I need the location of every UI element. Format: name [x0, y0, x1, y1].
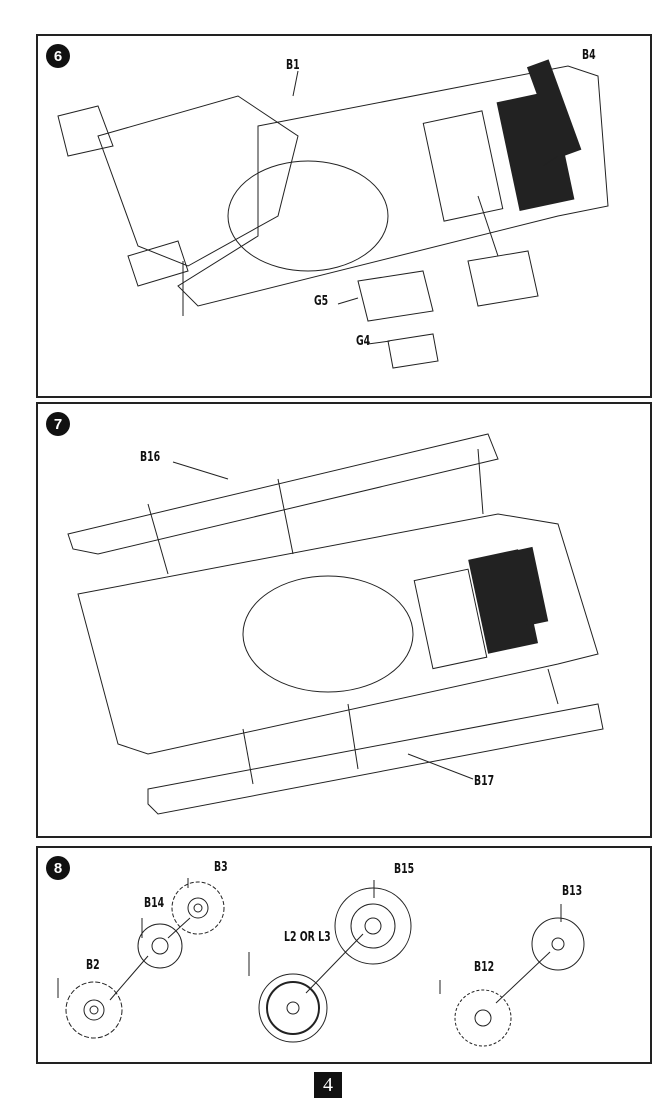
leader-line: [292, 70, 299, 97]
part-label-b2: B2: [86, 958, 100, 973]
sprocket-b2: [65, 981, 123, 1039]
assembly-arrow: [109, 955, 149, 1001]
hull-body: [77, 513, 599, 755]
turret-ring: [242, 575, 414, 693]
rear-box: [467, 250, 539, 307]
idler-hub-b13: [531, 917, 585, 971]
part-label-b13: B13: [562, 884, 583, 899]
assembly-arrow: [495, 951, 551, 1004]
assembly-arrow: [477, 195, 499, 257]
assembly-arrow: [305, 933, 364, 994]
part-b17-fender: [147, 703, 604, 815]
front-hull-plate: [97, 95, 299, 267]
part-label-l2-or-l3: L2 OR L3: [284, 930, 331, 945]
part-label-g4: G4: [356, 334, 371, 349]
road-wheel-outer-b15: [334, 887, 412, 965]
part-b4-grille: [526, 59, 582, 158]
part-label-b16: B16: [140, 450, 161, 465]
assembly-arrow: [242, 728, 254, 785]
step-number-badge: 7: [46, 412, 70, 436]
front-fender-lower: [127, 240, 189, 287]
page-number: 4: [314, 1072, 342, 1098]
engine-deck-hatch: [413, 568, 488, 670]
part-label-b1: B1: [286, 58, 300, 73]
part-g4-cover: [387, 333, 439, 369]
hub-b14: [137, 923, 183, 969]
step-number-badge: 8: [46, 856, 70, 880]
wheels-drawing: [57, 878, 585, 1047]
part-label-b17: B17: [474, 774, 495, 789]
leader-line: [172, 461, 229, 480]
step-8-panel: 8 B3 B14 B2 B15 L2 OR L3 B13 B12: [36, 846, 652, 1064]
assembly-arrow: [277, 478, 294, 555]
part-b16-fender: [67, 433, 499, 555]
step-number-badge: 6: [46, 44, 70, 68]
engine-deck-hatch: [422, 110, 504, 222]
hull-deck: [177, 65, 609, 307]
step-6-panel: 6 B1 B4 G5 G4: [36, 34, 652, 398]
assembly-arrow: [532, 115, 549, 137]
part-g5-box: [357, 270, 434, 322]
assembly-arrow: [167, 917, 191, 939]
assembly-arrow: [477, 448, 484, 515]
leader-line: [337, 297, 359, 305]
idler-wheel-b12: [454, 989, 512, 1047]
sprocket-b3: [171, 881, 225, 935]
part-label-b4: B4: [582, 48, 596, 63]
assembly-arrow: [547, 668, 559, 705]
part-label-b15: B15: [394, 862, 415, 877]
part-label-b12: B12: [474, 960, 495, 975]
engine-grille-side: [509, 546, 549, 627]
road-wheel-inner-l2-l3: [258, 973, 328, 1043]
step-7-panel: 7 B16 B17: [36, 402, 652, 838]
turret-ring: [227, 160, 389, 272]
leader-line: [407, 753, 474, 780]
leader-line: [367, 340, 391, 345]
assembly-arrow: [542, 155, 559, 167]
part-label-b14: B14: [144, 896, 165, 911]
part-label-b3: B3: [214, 860, 228, 875]
hull-fenders-drawing: [67, 433, 604, 815]
assembly-arrow: [347, 703, 359, 770]
front-fender-upper: [57, 105, 114, 157]
hull-deck-drawing: [57, 59, 609, 369]
assembly-arrow: [147, 503, 169, 575]
part-label-g5: G5: [314, 294, 329, 309]
